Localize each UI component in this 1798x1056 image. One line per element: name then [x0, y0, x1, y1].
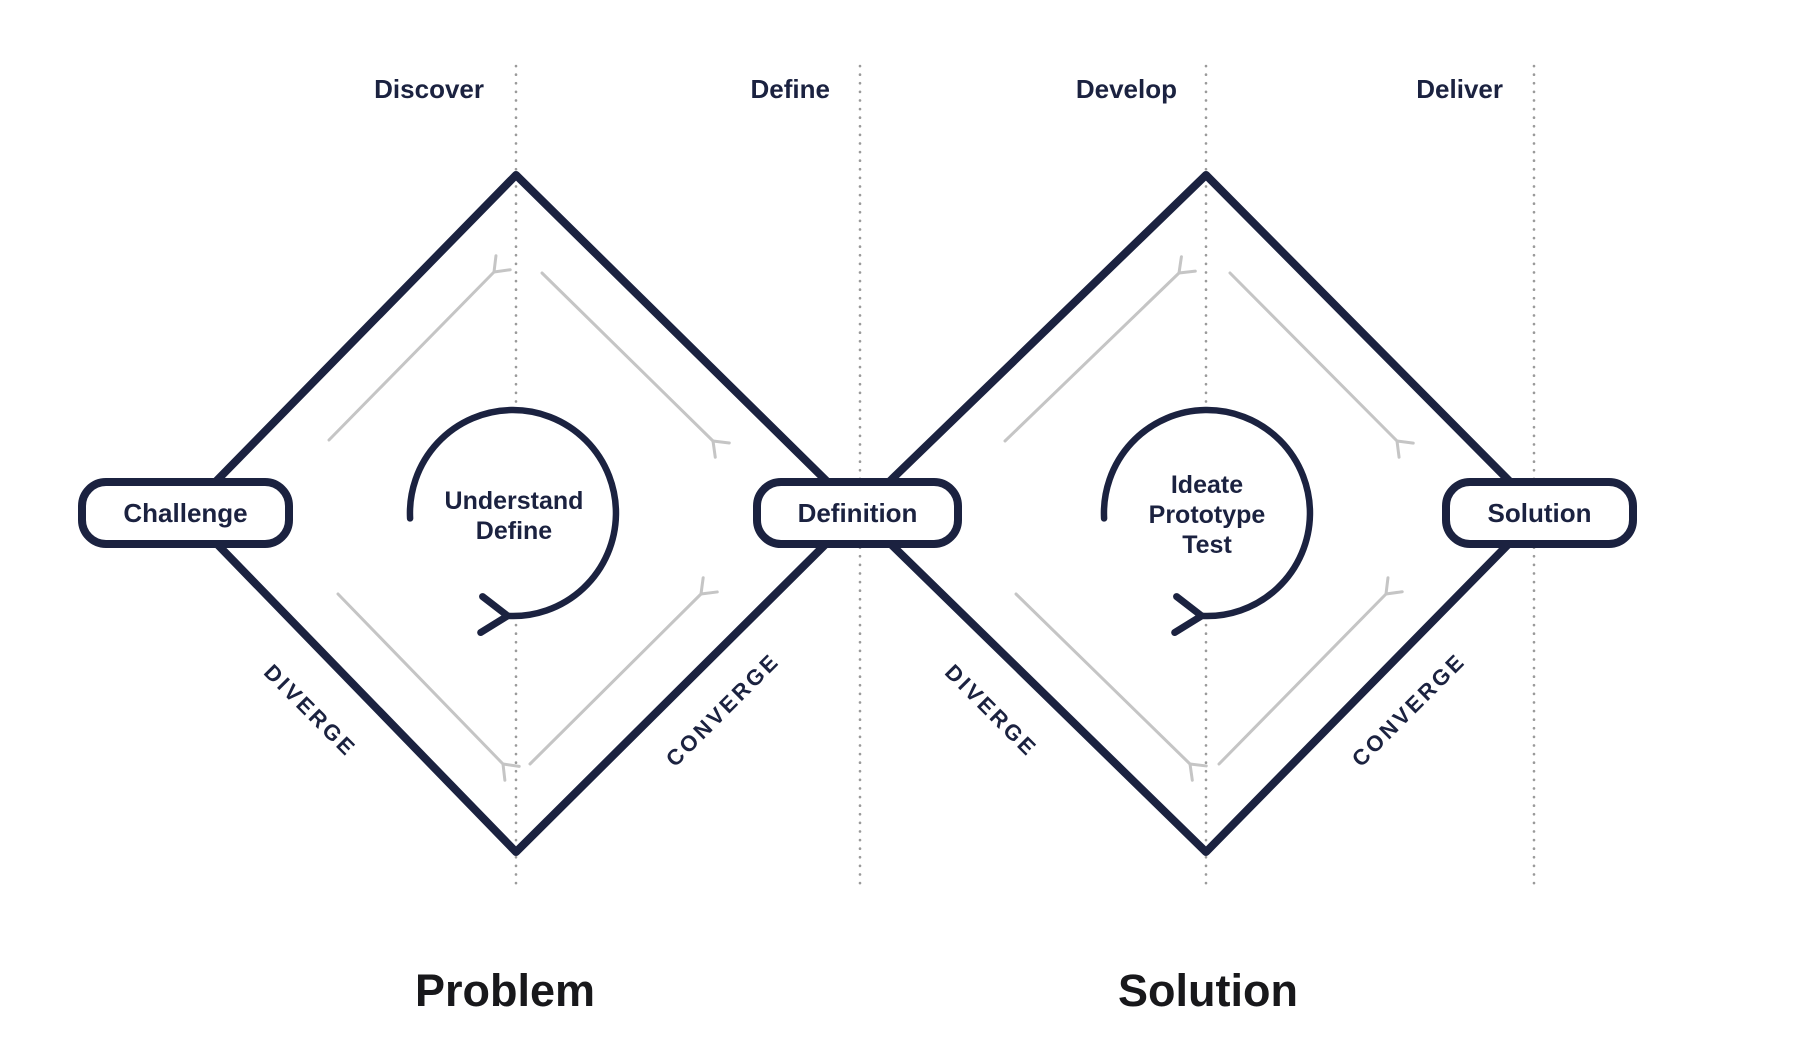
flow-arrow-d1-upper-left	[327, 254, 512, 442]
flow-arrow-d2-upper-left	[1003, 255, 1197, 443]
solution-heading: Solution	[1118, 965, 1298, 1016]
flow-arrow-d2-upper-right	[1228, 271, 1415, 459]
flow-arrow-d2-lower-left	[1014, 592, 1208, 782]
flow-arrow-d1-upper-right	[540, 271, 731, 459]
flow-arrow-d2-lower-right	[1217, 576, 1404, 766]
loop-text-understand-define: Understand Define	[445, 486, 584, 546]
pill-solution-label: Solution	[1487, 497, 1592, 528]
flow-arrow-d1-lower-left	[336, 592, 521, 782]
loop-arrow-1	[406, 406, 620, 637]
loop-line: Ideate	[1170, 471, 1244, 499]
loop-circle-fill-2	[1104, 410, 1310, 616]
loop-line: Test	[1182, 531, 1232, 559]
pill-definition-label: Definition	[797, 497, 918, 528]
loop-text-ideate-prototype-test: Ideate Prototype Test	[1149, 470, 1266, 560]
pill-solution: Solution	[1442, 478, 1637, 548]
pill-definition: Definition	[753, 478, 962, 548]
loop-arrow-2	[1100, 406, 1314, 637]
phase-label-deliver: Deliver	[1416, 74, 1503, 104]
loop-line: Understand	[444, 487, 584, 515]
phase-label-define: Define	[750, 74, 830, 104]
pill-challenge-label: Challenge	[123, 497, 248, 528]
pill-challenge: Challenge	[78, 478, 293, 548]
loop-circle-fill-1	[410, 410, 616, 616]
flow-arrow-d1-lower-right	[528, 576, 719, 766]
phase-label-develop: Develop	[1075, 74, 1177, 104]
problem-heading: Problem	[414, 965, 596, 1016]
loop-line: Define	[475, 517, 553, 545]
phase-label-discover: Discover	[374, 74, 484, 104]
loop-line: Prototype	[1148, 501, 1266, 529]
